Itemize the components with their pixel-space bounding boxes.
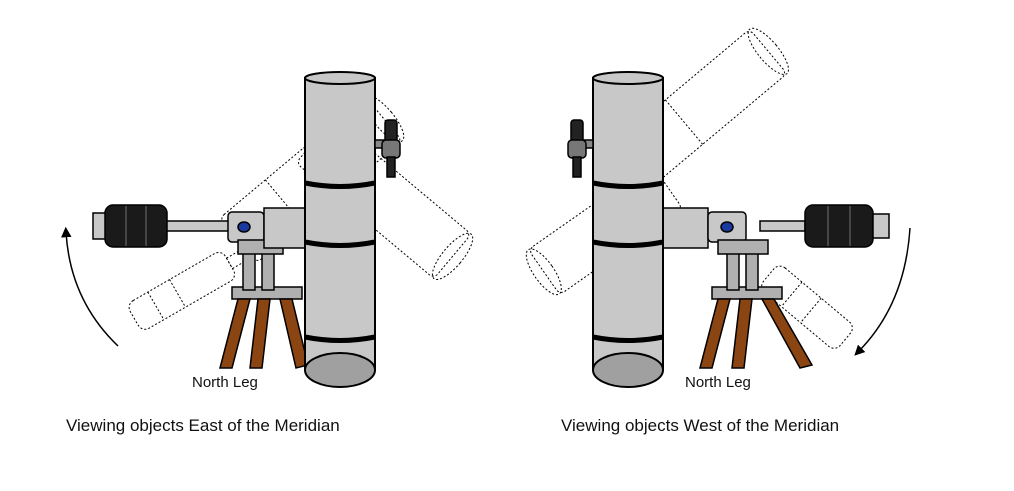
west-ghost-tube-lower <box>761 265 853 349</box>
west-mount-head <box>662 207 769 255</box>
east-counterweight-icon <box>92 204 236 248</box>
west-counterweight-icon <box>759 204 890 248</box>
east-tripod-icon <box>219 249 309 369</box>
east-caption: Viewing objects East of the Meridian <box>66 416 340 435</box>
west-caption: Viewing objects West of the Meridian <box>561 416 840 435</box>
east-north-leg-label: North Leg <box>192 374 258 391</box>
west-rotation-arrow-icon <box>854 227 911 356</box>
west-tripod-icon <box>699 249 814 369</box>
east-panel <box>61 71 474 388</box>
east-telescope-tube-icon <box>304 71 376 388</box>
west-north-leg-label: North Leg <box>685 374 751 391</box>
east-finder-scope-icon <box>374 119 401 178</box>
west-telescope-tube-icon <box>592 71 664 388</box>
west-knob-icon <box>720 221 734 233</box>
west-panel <box>525 27 911 388</box>
west-finder-scope-icon <box>567 119 594 178</box>
east-rotation-arrow-icon <box>61 226 119 347</box>
east-mount-head <box>227 207 309 255</box>
east-knob-icon <box>237 221 251 233</box>
